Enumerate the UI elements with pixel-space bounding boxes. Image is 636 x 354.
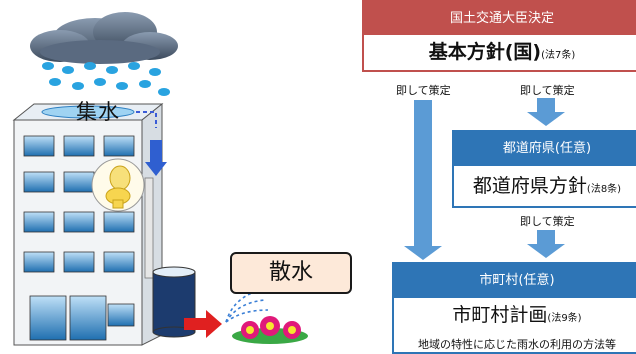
spray-water-label: 散水 (230, 252, 352, 294)
arrow-to-prefecture (527, 98, 565, 126)
raindrops (42, 62, 170, 96)
arrow-to-municipality-long (404, 100, 442, 260)
downpipe (144, 177, 154, 279)
collect-flow-arrow (136, 111, 157, 128)
building-icon (12, 102, 164, 346)
national-policy-title: 基本方針(国)(法7条) (364, 35, 636, 73)
storm-cloud-icon (30, 12, 178, 64)
based-label-left: 即して策定 (396, 84, 451, 97)
based-label-middle: 即して策定 (520, 215, 575, 228)
national-policy-header: 国土交通大臣決定 (364, 2, 636, 35)
prefecture-policy-box: 都道府県(任意) 都道府県方針(法8条) (452, 130, 636, 208)
prefecture-policy-title: 都道府県方針(法8条) (454, 166, 636, 210)
municipality-plan-name: 市町村計画 (452, 304, 548, 326)
municipality-plan-header: 市町村(任意) (394, 264, 636, 298)
flow-arrows (404, 98, 565, 260)
municipality-plan-note: 地域の特性に応じた雨水の利用の方法等 (418, 338, 616, 351)
national-policy-law: (法7条) (541, 50, 576, 61)
municipality-plan-law: (法9条) (547, 313, 582, 324)
sprinkler-spray-icon (225, 289, 269, 323)
national-policy-name: 基本方針(国) (428, 41, 542, 63)
municipality-plan-title: 市町村計画(法9条) (394, 298, 636, 336)
prefecture-policy-name: 都道府県方針 (472, 175, 587, 197)
collect-water-label: 集水 (76, 100, 120, 124)
downpipe-arrow-icon (145, 140, 167, 176)
flowers-icon (232, 316, 308, 344)
prefecture-policy-header: 都道府県(任意) (454, 132, 636, 166)
toilet-icon (91, 158, 145, 212)
outflow-arrow-icon (184, 310, 222, 338)
arrow-to-municipality-short (527, 230, 565, 258)
national-policy-box: 国土交通大臣決定 基本方針(国)(法7条) (362, 0, 636, 72)
based-label-top: 即して策定 (520, 84, 575, 97)
prefecture-policy-law: (法8条) (586, 184, 622, 195)
municipality-plan-box: 市町村(任意) 市町村計画(法9条) 地域の特性に応じた雨水の利用の方法等 (392, 262, 636, 354)
